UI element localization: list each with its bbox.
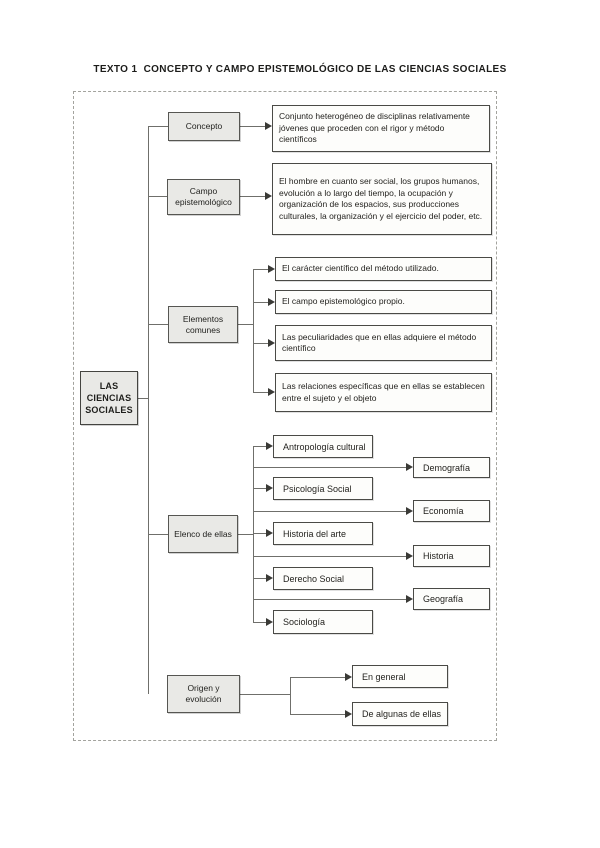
- connector-line: [253, 622, 266, 623]
- box-economia: Economía: [413, 500, 490, 522]
- arrowhead-icon: [266, 574, 273, 582]
- node-origen-y-evolucion: Origen y evolución: [167, 675, 240, 713]
- connector-line: [253, 556, 406, 557]
- connector-line: [253, 446, 266, 447]
- connector-line: [238, 534, 253, 535]
- box-de-algunas-de-ellas: De algunas de ellas: [352, 702, 448, 726]
- arrowhead-icon: [268, 339, 275, 347]
- connector-line: [253, 467, 406, 468]
- box-antropologia-cultural: Antropología cultural: [273, 435, 373, 458]
- box-elemento-comun-1: El carácter científico del método utiliz…: [275, 257, 492, 281]
- arrowhead-icon: [406, 552, 413, 560]
- connector-line: [253, 533, 266, 534]
- arrowhead-icon: [265, 122, 272, 130]
- arrowhead-icon: [266, 442, 273, 450]
- box-historia-del-arte: Historia del arte: [273, 522, 373, 545]
- arrowhead-icon: [268, 298, 275, 306]
- connector-line: [253, 269, 268, 270]
- arrowhead-icon: [266, 484, 273, 492]
- arrowhead-icon: [406, 463, 413, 471]
- node-elementos-comunes: Elementos comunes: [168, 306, 238, 343]
- connector-line: [148, 196, 167, 197]
- connector-line: [148, 534, 168, 535]
- connector-line: [240, 694, 290, 695]
- diagram-frame: [73, 91, 497, 741]
- arrowhead-icon: [266, 529, 273, 537]
- page-title: TEXTO 1 CONCEPTO Y CAMPO EPISTEMOLÓGICO …: [93, 64, 507, 75]
- box-campo-descripcion: El hombre en cuanto ser social, los grup…: [272, 163, 492, 235]
- box-elemento-comun-4: Las relaciones específicas que en ellas …: [275, 373, 492, 412]
- box-historia: Historia: [413, 545, 490, 567]
- box-geografia: Geografía: [413, 588, 490, 610]
- connector-line: [253, 302, 268, 303]
- connector-line: [253, 269, 254, 393]
- connector-line: [253, 392, 268, 393]
- node-las-ciencias-sociales: LAS CIENCIAS SOCIALES: [80, 371, 138, 425]
- connector-line: [253, 511, 406, 512]
- connector-line: [148, 126, 149, 694]
- connector-line: [253, 599, 406, 600]
- node-concepto: Concepto: [168, 112, 240, 141]
- arrowhead-icon: [345, 673, 352, 681]
- box-concepto-descripcion: Conjunto heterogéneo de disciplinas rela…: [272, 105, 490, 152]
- connector-line: [253, 343, 268, 344]
- connector-line: [290, 714, 345, 715]
- box-elemento-comun-2: El campo epistemológico propio.: [275, 290, 492, 314]
- arrowhead-icon: [268, 388, 275, 396]
- connector-line: [238, 324, 253, 325]
- box-elemento-comun-3: Las peculiaridades que en ellas adquiere…: [275, 325, 492, 361]
- connector-line: [290, 677, 345, 678]
- box-demografia: Demografía: [413, 457, 490, 478]
- box-sociologia: Sociología: [273, 610, 373, 634]
- connector-line: [253, 446, 254, 622]
- box-psicologia-social: Psicología Social: [273, 477, 373, 500]
- arrowhead-icon: [406, 507, 413, 515]
- connector-line: [253, 578, 266, 579]
- connector-line: [148, 324, 168, 325]
- connector-line: [290, 677, 291, 714]
- connector-line: [148, 126, 168, 127]
- arrowhead-icon: [345, 710, 352, 718]
- node-campo-epistemologico: Campo epistemológico: [167, 179, 240, 215]
- arrowhead-icon: [266, 618, 273, 626]
- connector-line: [240, 126, 266, 127]
- node-elenco-de-ellas: Elenco de ellas: [168, 515, 238, 553]
- arrowhead-icon: [265, 192, 272, 200]
- connector-line: [253, 488, 266, 489]
- arrowhead-icon: [268, 265, 275, 273]
- connector-line: [138, 398, 148, 399]
- arrowhead-icon: [406, 595, 413, 603]
- box-derecho-social: Derecho Social: [273, 567, 373, 590]
- connector-line: [240, 196, 266, 197]
- box-en-general: En general: [352, 665, 448, 688]
